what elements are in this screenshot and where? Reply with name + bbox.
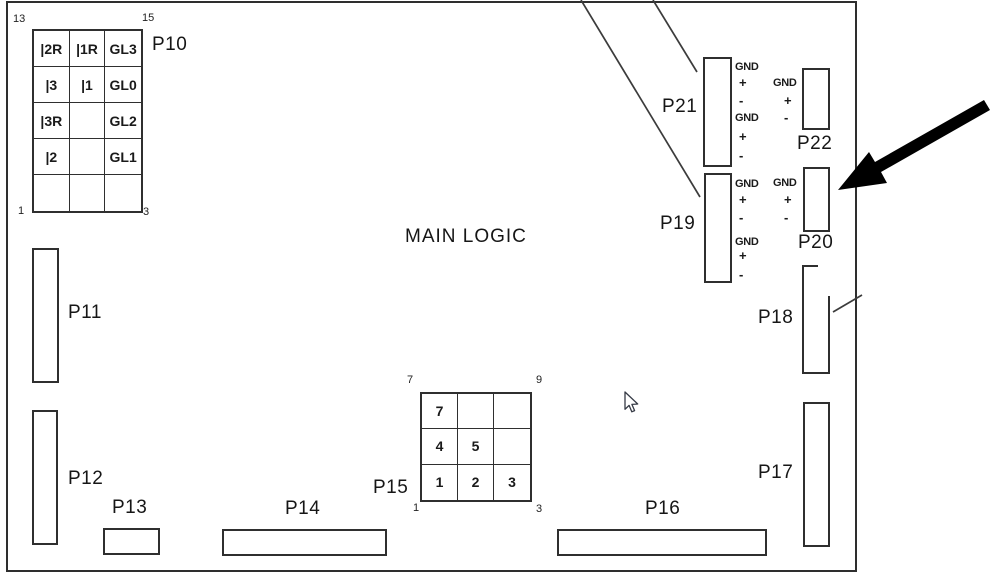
p10-cell: GL3 [105,31,141,67]
p10-cell: |3R [34,103,70,139]
p15-corner-pin-3: 3 [536,503,543,515]
connector-label-p20: P20 [798,232,834,253]
p21-pin-plus: + [739,129,747,144]
p10-cell: GL1 [105,139,141,175]
p15-corner-pin-9: 9 [536,374,543,386]
connector-label-p16: P16 [645,498,681,519]
p19-pin-gnd: GND [735,178,759,190]
connector-label-p19: P19 [660,213,696,234]
p20-pin-minus: - [784,210,789,225]
connector-p12 [32,410,58,545]
p15-cell: 7 [422,394,458,430]
p10-cell: |2 [34,139,70,175]
connector-p17 [803,402,830,547]
connector-label-p10: P10 [152,34,188,55]
p19-pin-plus: + [739,192,747,207]
annotation-arrow-icon [838,100,990,190]
connector-label-p12: P12 [68,468,104,489]
p21-pin-minus: - [739,148,744,163]
p19-pin-gnd: GND [735,236,759,248]
p15-cell: 1 [422,464,458,500]
p15-cell: 4 [422,429,458,465]
p22-pin-minus: - [784,110,789,125]
p10-corner-pin-13: 13 [13,13,26,25]
connector-p20 [803,167,830,232]
p15-cell: 2 [458,464,494,500]
p15-cell: 3 [508,474,516,491]
connector-label-p15: P15 [373,477,409,498]
connector-p10-grid: |2R |1R GL3 |3 |1 GL0 |3R GL2 |2 GL1 [32,29,143,213]
connector-p16 [557,529,767,556]
p15-cell [494,429,530,465]
p15-cell [494,394,530,430]
p10-cell: |1 [69,67,106,103]
connector-p15-grid: 7 4 5 1 2 3 [420,392,532,502]
connector-label-p11: P11 [68,302,102,323]
connector-p11 [32,248,59,383]
p19-pin-plus: + [739,248,747,263]
p20-pin-plus: + [784,192,792,207]
p21-pin-gnd: GND [735,112,759,124]
connector-label-p14: P14 [285,498,321,519]
connector-p13 [103,528,160,555]
connector-label-p22: P22 [797,133,833,154]
p10-cell [70,175,106,211]
p15-cell [458,394,494,430]
connector-label-p13: P13 [112,497,148,518]
p22-pin-plus: + [784,93,792,108]
p10-corner-pin-1: 1 [18,205,25,217]
connector-label-p21: P21 [662,96,698,117]
p19-pin-minus: - [739,210,744,225]
p19-pin-minus: - [739,267,744,282]
p10-cell [69,139,106,175]
p10-corner-pin-15: 15 [142,12,155,24]
p22-pin-gnd: GND [773,77,797,89]
connector-label-p17: P17 [758,462,794,483]
connector-label-p18: P18 [758,307,794,328]
board-outline [6,1,857,572]
p20-pin-gnd: GND [773,177,797,189]
p21-pin-plus: + [739,75,747,90]
connector-p22 [802,68,830,130]
p10-cell: |1R [69,31,106,67]
board-title: MAIN LOGIC [405,226,527,247]
p10-cell [34,175,70,211]
p15-cell: 5 [458,429,494,465]
p21-pin-minus: - [739,93,744,108]
p10-cell [69,103,106,139]
p10-cell: GL2 [105,103,141,139]
p21-pin-gnd: GND [735,61,759,73]
p10-cell: GL0 [105,67,141,103]
connector-p19 [704,173,732,283]
connector-p21 [703,57,732,167]
p15-corner-pin-7: 7 [407,374,414,386]
p10-cell: |3 [34,67,70,103]
p10-cell [105,175,141,211]
connector-p14 [222,529,387,556]
p10-corner-pin-3: 3 [143,206,150,218]
p10-cell: |2R [34,31,70,67]
p15-corner-pin-1: 1 [413,502,420,514]
